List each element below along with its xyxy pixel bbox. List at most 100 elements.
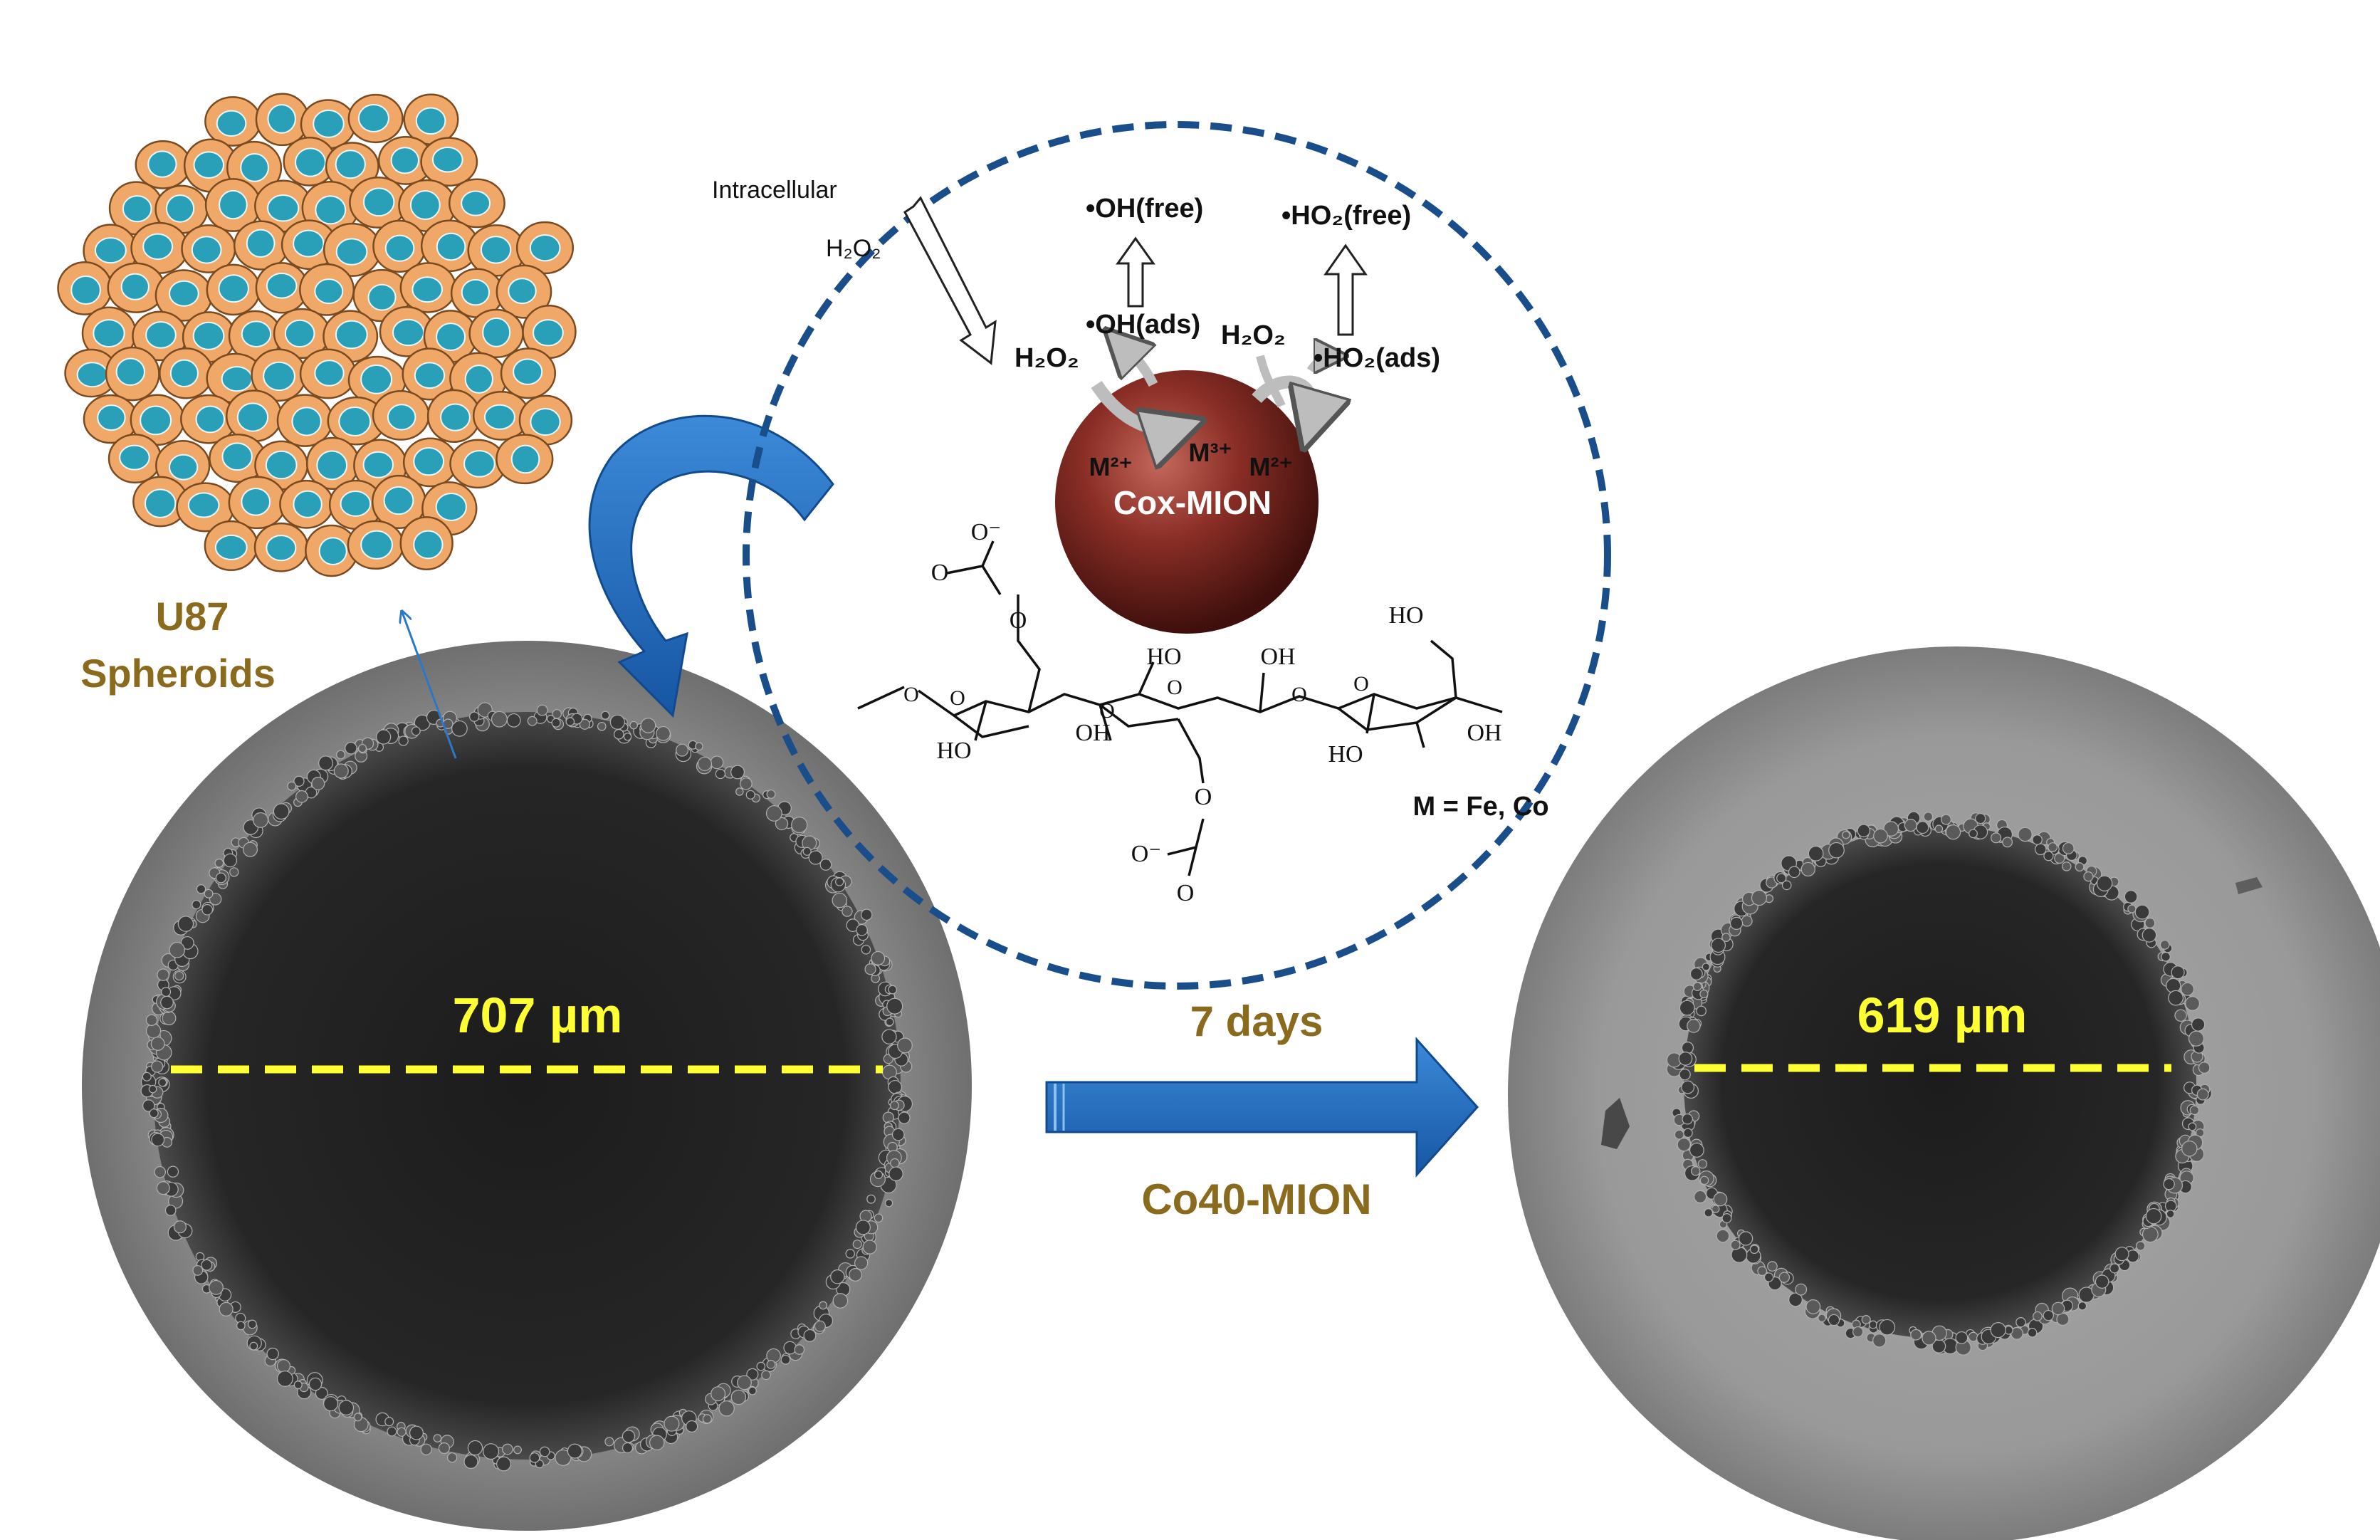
u87-cell [347, 520, 404, 570]
rim-cell [295, 790, 308, 803]
u87-cell [347, 93, 404, 144]
redox-arrow-left [1091, 380, 1182, 429]
rim-cell [735, 787, 744, 796]
rim-cell [555, 1449, 572, 1466]
rim-cell [2188, 1122, 2197, 1131]
rim-cell [1805, 1299, 1821, 1314]
svg-text:HO: HO [1388, 602, 1423, 629]
rim-cell [491, 711, 508, 728]
u87-cell [468, 308, 524, 359]
u87-cell [228, 310, 283, 362]
oh-release-arrow [1118, 342, 1158, 387]
u87-cell [449, 439, 507, 489]
duration-label: 7 days [1190, 997, 1323, 1045]
rim-cell [2018, 827, 2033, 842]
u87-cell [299, 348, 357, 399]
rim-cell [1738, 1231, 1753, 1246]
rim-cell [640, 718, 656, 733]
rim-cell [293, 775, 305, 787]
rim-cell [1692, 982, 1702, 992]
h2o2-right-arrow [1256, 355, 1286, 408]
rim-cell [376, 729, 392, 745]
rim-cell [1757, 1266, 1768, 1277]
rim-cell [201, 903, 214, 916]
rim-cell [1681, 1042, 1694, 1054]
rim-cell [2189, 1105, 2200, 1116]
rim-cell [345, 742, 357, 755]
rim-cell [845, 1249, 855, 1259]
rim-cell [1922, 1331, 1936, 1346]
rim-cell [173, 1220, 187, 1234]
rim-cell [746, 1368, 759, 1381]
svg-text:HO: HO [1146, 644, 1181, 670]
rim-cell [214, 858, 224, 868]
rim-cell [177, 916, 194, 932]
upper-side-chain [1017, 594, 1041, 713]
u87-cell [108, 181, 164, 236]
rim-cell [527, 716, 538, 726]
rim-cell [2124, 890, 2138, 903]
ring-lower-edges [953, 703, 1179, 738]
rim-cell [1699, 1175, 1709, 1185]
rim-cell [539, 1446, 550, 1457]
u87-cell [159, 347, 214, 399]
u87-cell [299, 263, 355, 316]
rim-cell [765, 805, 782, 822]
rim-cell [2163, 1178, 2175, 1190]
u87-cell [377, 135, 434, 185]
rim-cell [142, 1072, 152, 1081]
rim-cell [2077, 1301, 2087, 1311]
rim-cell [686, 1420, 698, 1432]
rim-cell [1869, 1320, 1877, 1329]
rim-cell [2174, 1009, 2187, 1022]
rim-cell [502, 1443, 513, 1455]
rim-cell [579, 718, 590, 730]
rim-cell [1788, 866, 1800, 879]
rim-cell [1828, 842, 1845, 859]
rim-cell [1968, 1331, 1978, 1342]
h2o2-left-label: H₂O₂ [1015, 343, 1079, 373]
rim-cell [160, 995, 174, 1010]
rim-cell [849, 1268, 862, 1282]
rim-cell [397, 1427, 407, 1437]
rim-cell [897, 1037, 913, 1054]
rim-cell [2198, 1062, 2211, 1074]
rim-cell [808, 850, 823, 865]
h2o2-right-label: H₂O₂ [1221, 320, 1286, 350]
rim-cell [236, 1321, 246, 1331]
rim-cell [2142, 928, 2157, 943]
lower-hydroxyls [974, 701, 1112, 741]
u87-cell [426, 389, 481, 443]
mechanism-zoom-circle [743, 121, 1611, 990]
rim-cell [775, 817, 789, 831]
rim-cell [567, 1443, 582, 1459]
rim-cell [219, 1301, 234, 1316]
rim-cell [886, 997, 903, 1015]
u87-cell [402, 347, 457, 401]
u87-cell [57, 261, 112, 315]
rim-cell [1916, 821, 1929, 834]
rim-cell [276, 1371, 293, 1387]
rim-cell [161, 987, 172, 997]
rim-cell [730, 1389, 747, 1405]
rim-cell [2015, 1317, 2026, 1328]
rim-cell [737, 1375, 752, 1390]
rim-cell [1795, 1283, 1808, 1296]
rim-cell [1682, 1113, 1693, 1125]
rim-cell [273, 803, 290, 820]
rim-cell [411, 726, 421, 736]
rim-cell [1679, 1000, 1695, 1016]
rim-cell [2159, 940, 2170, 950]
rim-cell [1749, 1245, 1759, 1254]
rim-cell [783, 1341, 797, 1355]
rim-cell [2043, 851, 2054, 861]
rim-cell [223, 853, 238, 868]
spheroid-rim-cells-after [1666, 811, 2212, 1356]
rim-cell [338, 1400, 355, 1415]
rim-cell [597, 721, 607, 731]
rim-cell [780, 1354, 791, 1365]
redox-arrow-right [1252, 375, 1313, 427]
rim-cell [1767, 1261, 1778, 1272]
curved-blue-arrow [588, 414, 834, 718]
svg-text:O⁻: O⁻ [1131, 841, 1162, 867]
